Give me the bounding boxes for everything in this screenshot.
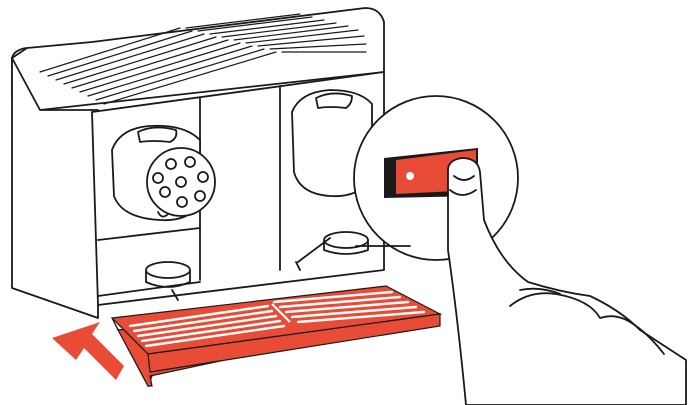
insert-arrow-icon [52,322,124,380]
drip-tray [112,286,440,386]
capsule-lever-left [112,126,215,220]
